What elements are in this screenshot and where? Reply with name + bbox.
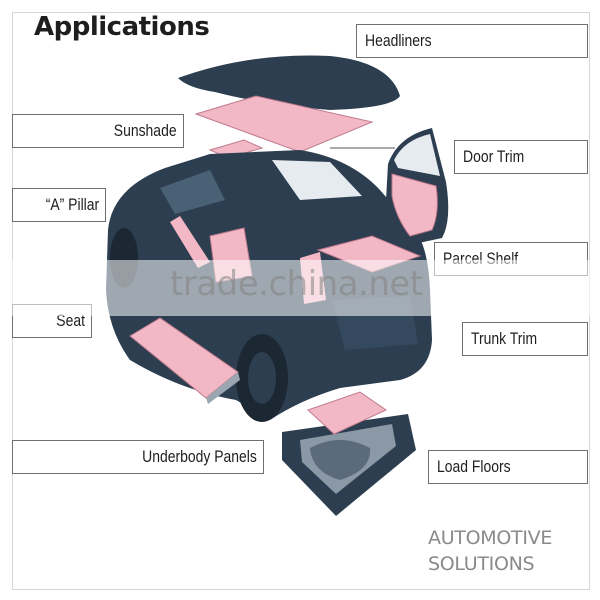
headliner-panel (194, 95, 374, 153)
label-headliners: Headliners (356, 24, 588, 58)
door-trim-part (391, 173, 438, 237)
door-window (394, 134, 440, 176)
page-title: Applications (34, 12, 210, 42)
brand-line-1: AUTOMOTIVE (428, 527, 553, 549)
load-floor-panel (307, 391, 388, 435)
rear-wheel-rim (248, 352, 276, 404)
brand-line-2: SOLUTIONS (428, 553, 535, 575)
label-trunk-trim: Trunk Trim (462, 322, 588, 356)
label-sunshade: Sunshade (12, 114, 184, 148)
underbody-panel-edge (206, 372, 240, 404)
label-door-trim: Door Trim (454, 140, 588, 174)
label-load-floors: Load Floors (428, 450, 588, 484)
headliner-shell (178, 55, 400, 110)
side-window (160, 170, 225, 214)
label-underbody-panels: Underbody Panels (12, 440, 264, 474)
label-a-pillar: “A” Pillar (12, 188, 106, 222)
rear-window (272, 160, 362, 200)
a-pillar-part (170, 216, 210, 268)
watermark-band (0, 260, 600, 316)
brand-block: AUTOMOTIVE SOLUTIONS (428, 525, 552, 577)
watermark-text: trade.china.net (170, 264, 423, 304)
spare-wheel (310, 440, 371, 480)
